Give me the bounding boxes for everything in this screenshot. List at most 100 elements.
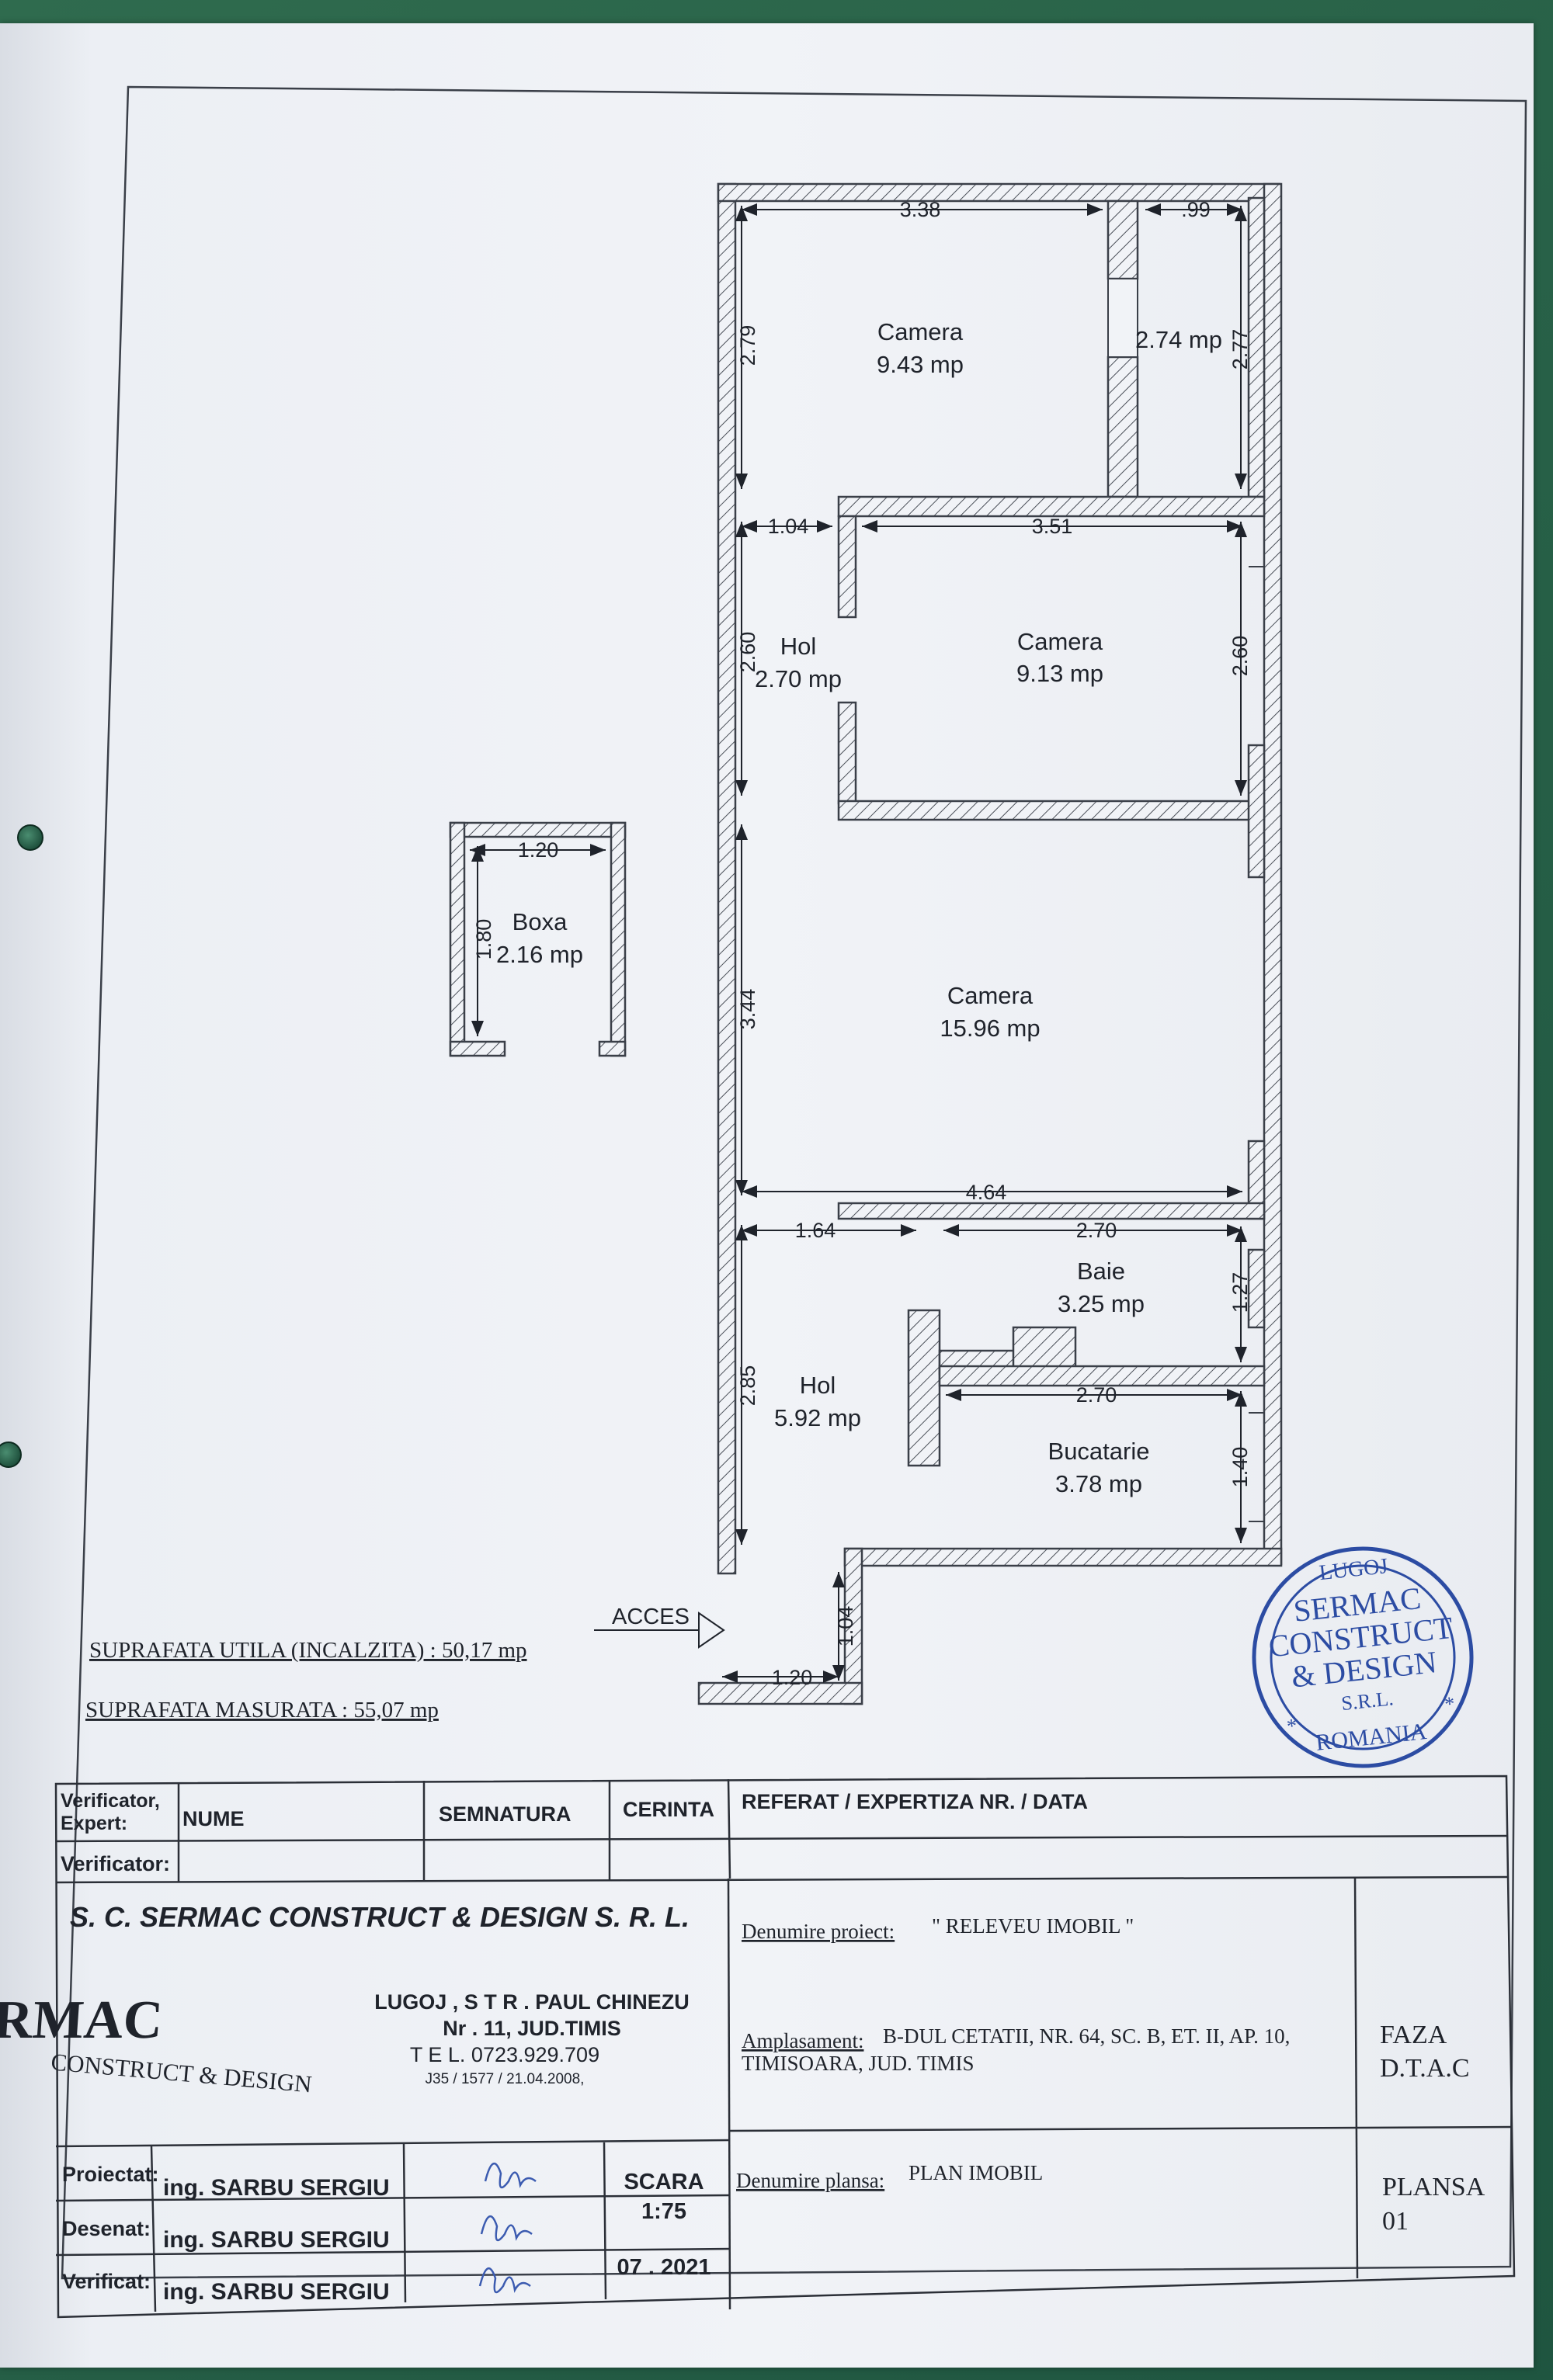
scara-value: 1:75: [641, 2199, 686, 2224]
binder-ring-bottom: [0, 1442, 22, 1468]
binder-ring-top: [17, 824, 43, 851]
engineer-proiectat: ing. SARBU SERGIU: [163, 2175, 390, 2201]
stamp-bottom: ROMANIA: [1315, 1719, 1428, 1756]
wall-boxa-bottom-left: [449, 1040, 506, 1057]
room-name: Baie: [1077, 1258, 1125, 1285]
small-room-area: 2.74 mp: [1135, 326, 1222, 353]
dim-label: 2.60: [1228, 636, 1252, 677]
registration: J35 / 1577 / 21.04.2008,: [426, 2071, 585, 2087]
wall-entry-bottom: [697, 1681, 863, 1705]
dim-label: 2.60: [736, 632, 759, 673]
room-name: Boxa: [512, 908, 568, 935]
room-name: Hol: [780, 633, 817, 660]
dim-label: 3.51: [1032, 515, 1073, 538]
dim-label: 2.70: [1076, 1383, 1117, 1407]
company-name: S. C. SERMAC CONSTRUCT & DESIGN S. R. L.: [70, 1901, 690, 1933]
plansa-label: Denumire plansa:: [736, 2169, 884, 2192]
col-nume: NUME: [182, 1807, 245, 1830]
access-arrow-icon: [698, 1612, 725, 1649]
company-stamp: LUGOJ SERMAC CONSTRUCT & DESIGN S.R.L. R…: [1252, 1546, 1474, 1768]
dimension-lines: [470, 203, 1247, 1683]
dim-label: 2.77: [1228, 329, 1252, 370]
access-indicator: ACCES: [594, 1605, 725, 1649]
col-cerinta: CERINTA: [623, 1798, 714, 1821]
dim-label: 3.38: [900, 198, 941, 221]
verif-expert-label-2: Expert:: [61, 1813, 127, 1834]
room-name: Bucatarie: [1048, 1438, 1150, 1465]
wall-boxa-top: [449, 821, 627, 838]
wall-hol-partition-bottom: [837, 701, 857, 805]
room-area: 9.13 mp: [1016, 660, 1103, 687]
dim-label: 1.20: [518, 838, 559, 862]
room-area: 9.43 mp: [877, 351, 964, 378]
wall-partition-top: [1107, 199, 1139, 280]
signature-icons: [478, 2163, 537, 2294]
walls: [449, 182, 1283, 1705]
wall-horizontal-2: [837, 800, 1266, 821]
signature-icon: [484, 2163, 537, 2189]
stamp-star-icon: *: [1444, 1692, 1456, 1716]
verif-expert-label-1: Verificator,: [61, 1790, 160, 1812]
wall-boxa-right: [610, 821, 627, 1057]
room-labels: Camera 9.43 mp Camera 9.13 mp Hol 2.70 m…: [496, 318, 1222, 1497]
dim-label: 4.64: [966, 1181, 1007, 1204]
dim-label: 1.04: [834, 1606, 857, 1647]
room-name: Camera: [1017, 628, 1103, 655]
signature-icon: [478, 2267, 531, 2294]
dim-label: 2.85: [736, 1365, 759, 1407]
room-area: 15.96 mp: [940, 1015, 1040, 1042]
plansa-value: PLAN IMOBIL: [909, 2161, 1043, 2184]
stamp-line4: S.R.L.: [1340, 1687, 1395, 1715]
stamp-star-icon: *: [1286, 1714, 1298, 1737]
wall-left-outer: [717, 182, 737, 1575]
project-value: " RELEVEU IMOBIL ": [932, 1914, 1134, 1938]
dim-label: 2.79: [736, 325, 759, 366]
dim-label: 1.40: [1228, 1447, 1252, 1488]
wall-boxa-left: [449, 821, 466, 1057]
room-area: 2.70 mp: [755, 665, 842, 692]
wall-right-inner-2: [1247, 744, 1266, 879]
col-referat: REFERAT / EXPERTIZA NR. / DATA: [742, 1790, 1088, 1813]
faza-label: FAZA: [1380, 2021, 1447, 2049]
dim-label: 1.04: [768, 515, 809, 538]
address-line-2: Nr . 11, JUD.TIMIS: [443, 2017, 621, 2040]
drawing-frame: [61, 85, 1527, 2280]
location-label: Amplasament:: [742, 2029, 863, 2052]
room-name: Hol: [800, 1372, 836, 1399]
address-line-1: LUGOJ , S T R . PAUL CHINEZU: [374, 1990, 690, 2014]
wall-bottom: [843, 1547, 1283, 1567]
room-name: Camera: [877, 318, 964, 345]
surface-useful: SUPRAFATA UTILA (INCALZITA) : 50,17 mp: [89, 1638, 527, 1663]
openings: [1107, 278, 1264, 1522]
wall-horizontal-1: [837, 495, 1266, 518]
scara-label: SCARA: [624, 2170, 704, 2194]
faza-value: D.T.A.C: [1380, 2054, 1470, 2083]
verificator-label: Verificator:: [61, 1852, 170, 1875]
access-label: ACCES: [612, 1605, 690, 1629]
logo-main: SERMAC: [0, 1990, 165, 2050]
title-block: [54, 1775, 1516, 2319]
engineer-verificat: ing. SARBU SERGIU: [163, 2279, 390, 2305]
wall-right-outer: [1263, 182, 1283, 1566]
verificat-label: Verificat:: [62, 2270, 151, 2293]
project-label: Denumire proiect:: [742, 1920, 895, 1943]
wall-hol-partition-top: [837, 515, 857, 619]
room-area: 2.16 mp: [496, 941, 583, 968]
dim-label: 3.44: [736, 989, 759, 1030]
phone: T E L. 0723.929.709: [410, 2043, 599, 2066]
title-block-text: Verificator, Expert: NUME SEMNATURA CERI…: [0, 1790, 1485, 2305]
dim-label: 1.80: [472, 919, 495, 960]
plansa-no-label: PLANSA: [1382, 2173, 1485, 2201]
signature-icon: [480, 2215, 533, 2242]
surface-measured: SUPRAFATA MASURATA : 55,07 mp: [85, 1698, 439, 1723]
wall-horizontal-4: [938, 1365, 1266, 1387]
dimension-labels: 3.38 .99 2.79 2.77 1.04 3.51 2.60 2.60 1…: [472, 198, 1252, 1689]
location-value-2: TIMISOARA, JUD. TIMIS: [742, 2052, 975, 2075]
dim-label: 1.20: [772, 1666, 813, 1689]
logo-sub: CONSTRUCT & DESIGN: [50, 2048, 313, 2097]
stamp-top: LUGOJ: [1318, 1554, 1389, 1585]
wall-boxa-bottom-right: [598, 1040, 627, 1057]
engineer-desenat: ing. SARBU SERGIU: [163, 2227, 390, 2253]
date: 07 . 2021: [617, 2255, 711, 2280]
desenat-label: Desenat:: [62, 2217, 151, 2240]
